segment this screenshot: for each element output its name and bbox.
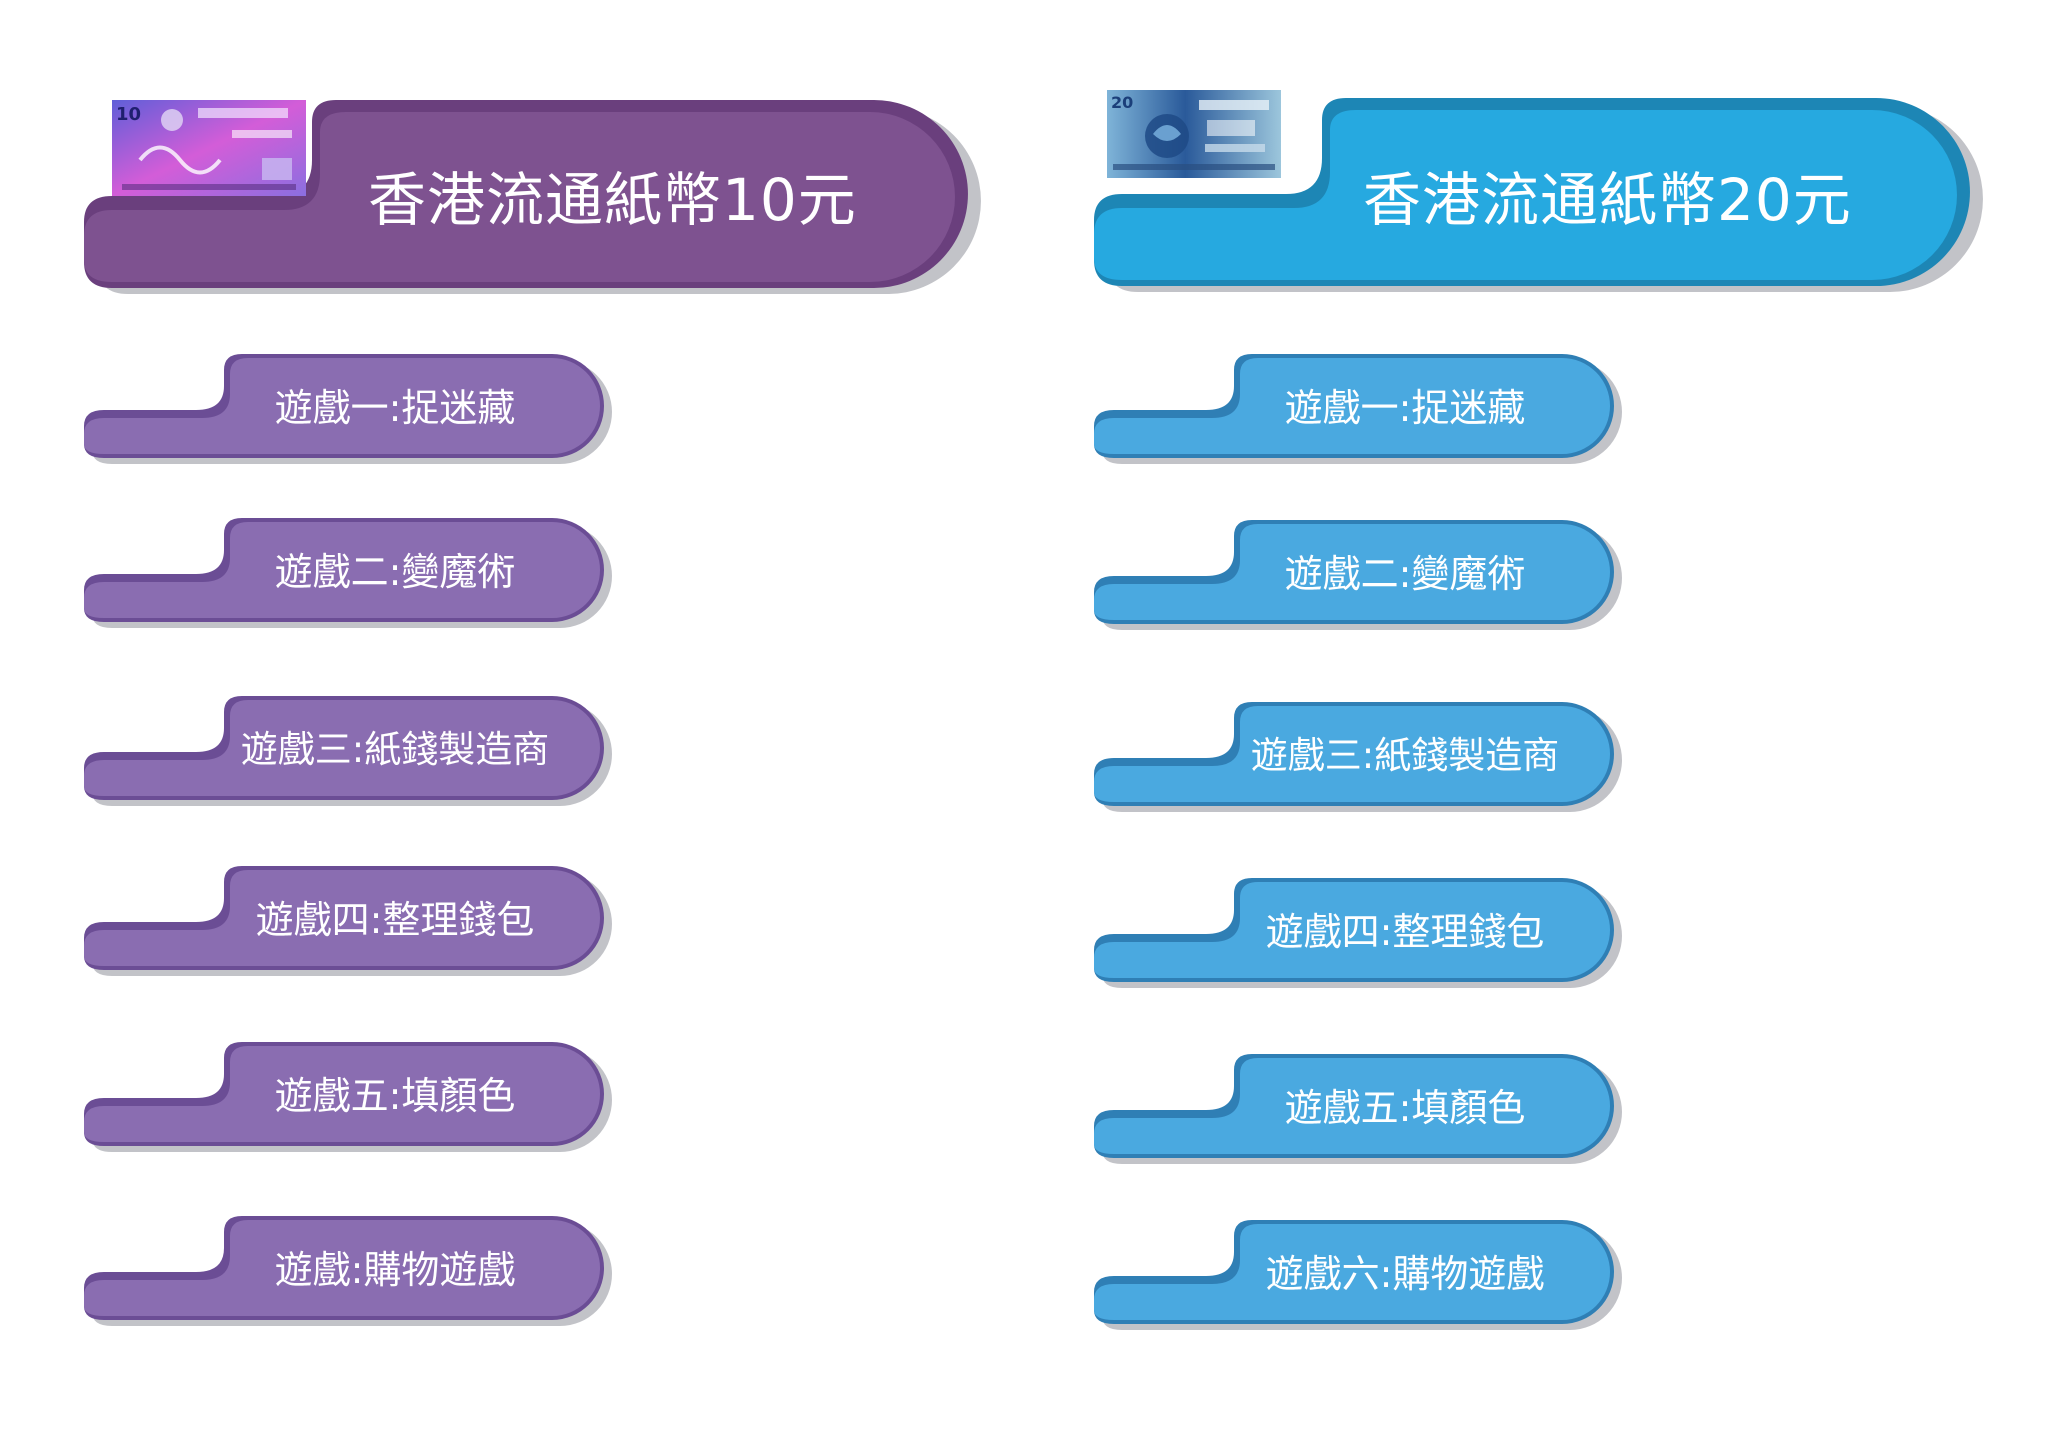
twenty-dollar-header[interactable]: 20 香港流通紙幣20元 bbox=[1010, 0, 1983, 320]
ten-dollar-game-5-label: 遊戲五:填顏色 bbox=[274, 1074, 516, 1118]
ten-dollar-game-6-tab[interactable]: 遊戲:購物遊戲 bbox=[0, 1172, 640, 1332]
ten-dollar-game-3-tab[interactable]: 遊戲三:紙錢製造商 bbox=[0, 652, 640, 812]
ten-dollar-header[interactable]: 10 香港流通紙幣10元 bbox=[0, 0, 981, 320]
twenty-dollar-game-2-label: 遊戲二:變魔術 bbox=[1284, 552, 1526, 596]
hk-20-dollar-banknote-icon: 20 bbox=[1107, 90, 1281, 178]
twenty-dollar-game-3-label: 遊戲三:紙錢製造商 bbox=[1250, 734, 1560, 777]
svg-text:10: 10 bbox=[116, 104, 141, 125]
hk-10-dollar-banknote-icon: 10 bbox=[112, 100, 306, 196]
twenty-dollar-title: 香港流通紙幣20元 bbox=[1363, 166, 1852, 234]
ten-dollar-game-3-label: 遊戲三:紙錢製造商 bbox=[240, 728, 550, 771]
ten-dollar-title: 香港流通紙幣10元 bbox=[368, 166, 857, 234]
twenty-dollar-game-1-label: 遊戲一:捉迷藏 bbox=[1284, 386, 1526, 430]
twenty-dollar-game-5-label: 遊戲五:填顏色 bbox=[1284, 1086, 1526, 1130]
ten-dollar-game-4-label: 遊戲四:整理錢包 bbox=[255, 898, 535, 942]
twenty-dollar-game-3-tab[interactable]: 遊戲三:紙錢製造商 bbox=[1010, 658, 1650, 818]
twenty-dollar-game-4-tab[interactable]: 遊戲四:整理錢包 bbox=[1010, 834, 1650, 994]
ten-dollar-game-2-label: 遊戲二:變魔術 bbox=[274, 550, 516, 594]
twenty-dollar-game-4-label: 遊戲四:整理錢包 bbox=[1265, 910, 1545, 954]
twenty-dollar-game-6-tab[interactable]: 遊戲六:購物遊戲 bbox=[1010, 1176, 1650, 1336]
ten-dollar-game-1-tab[interactable]: 遊戲一:捉迷藏 bbox=[0, 310, 640, 470]
ten-dollar-game-5-tab[interactable]: 遊戲五:填顏色 bbox=[0, 998, 640, 1158]
twenty-dollar-section: 20 香港流通紙幣20元 遊戲一:捉迷藏 遊戲二:變魔術 bbox=[1010, 0, 1983, 1447]
ten-dollar-game-2-tab[interactable]: 遊戲二:變魔術 bbox=[0, 474, 640, 634]
svg-text:20: 20 bbox=[1111, 93, 1133, 112]
twenty-dollar-game-1-tab[interactable]: 遊戲一:捉迷藏 bbox=[1010, 310, 1650, 470]
twenty-dollar-game-2-tab[interactable]: 遊戲二:變魔術 bbox=[1010, 476, 1650, 636]
twenty-dollar-game-6-label: 遊戲六:購物遊戲 bbox=[1265, 1252, 1545, 1296]
ten-dollar-game-6-label: 遊戲:購物遊戲 bbox=[274, 1248, 516, 1292]
ten-dollar-section: 10 香港流通紙幣10元 遊戲一:捉迷藏 遊戲二:變魔術 bbox=[0, 0, 981, 1447]
twenty-dollar-game-5-tab[interactable]: 遊戲五:填顏色 bbox=[1010, 1010, 1650, 1170]
ten-dollar-game-4-tab[interactable]: 遊戲四:整理錢包 bbox=[0, 822, 640, 982]
ten-dollar-game-1-label: 遊戲一:捉迷藏 bbox=[274, 386, 516, 430]
